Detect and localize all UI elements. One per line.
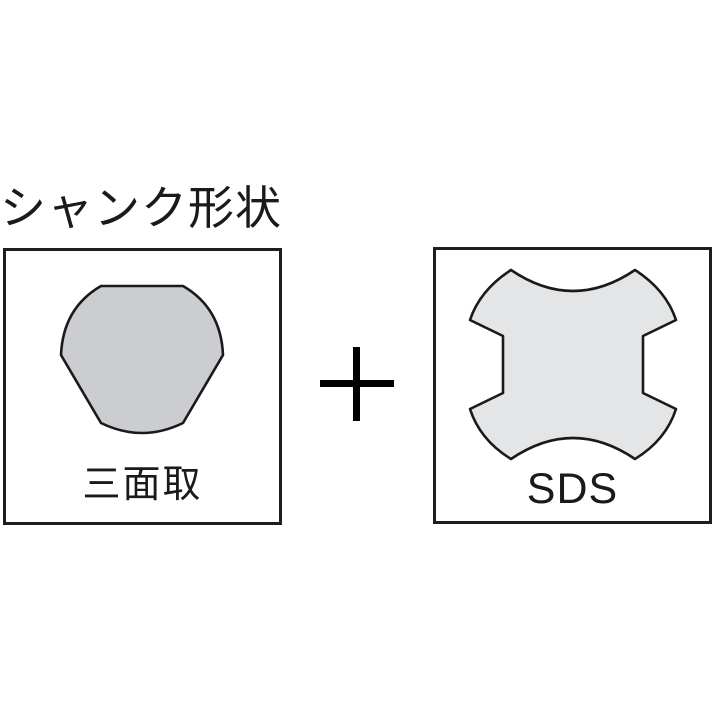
tri-flat-shank-icon (59, 284, 225, 435)
diagram-title: シャンク形状 (0, 181, 282, 235)
shank-panel-sds: SDS (433, 247, 712, 524)
shank-label-sds: SDS (526, 465, 619, 513)
sds-shank-icon (468, 268, 678, 461)
plus-icon (320, 347, 394, 421)
shank-label-tri-flat: 三面取 (82, 462, 203, 506)
shank-panel-tri-flat: 三面取 (3, 248, 282, 525)
